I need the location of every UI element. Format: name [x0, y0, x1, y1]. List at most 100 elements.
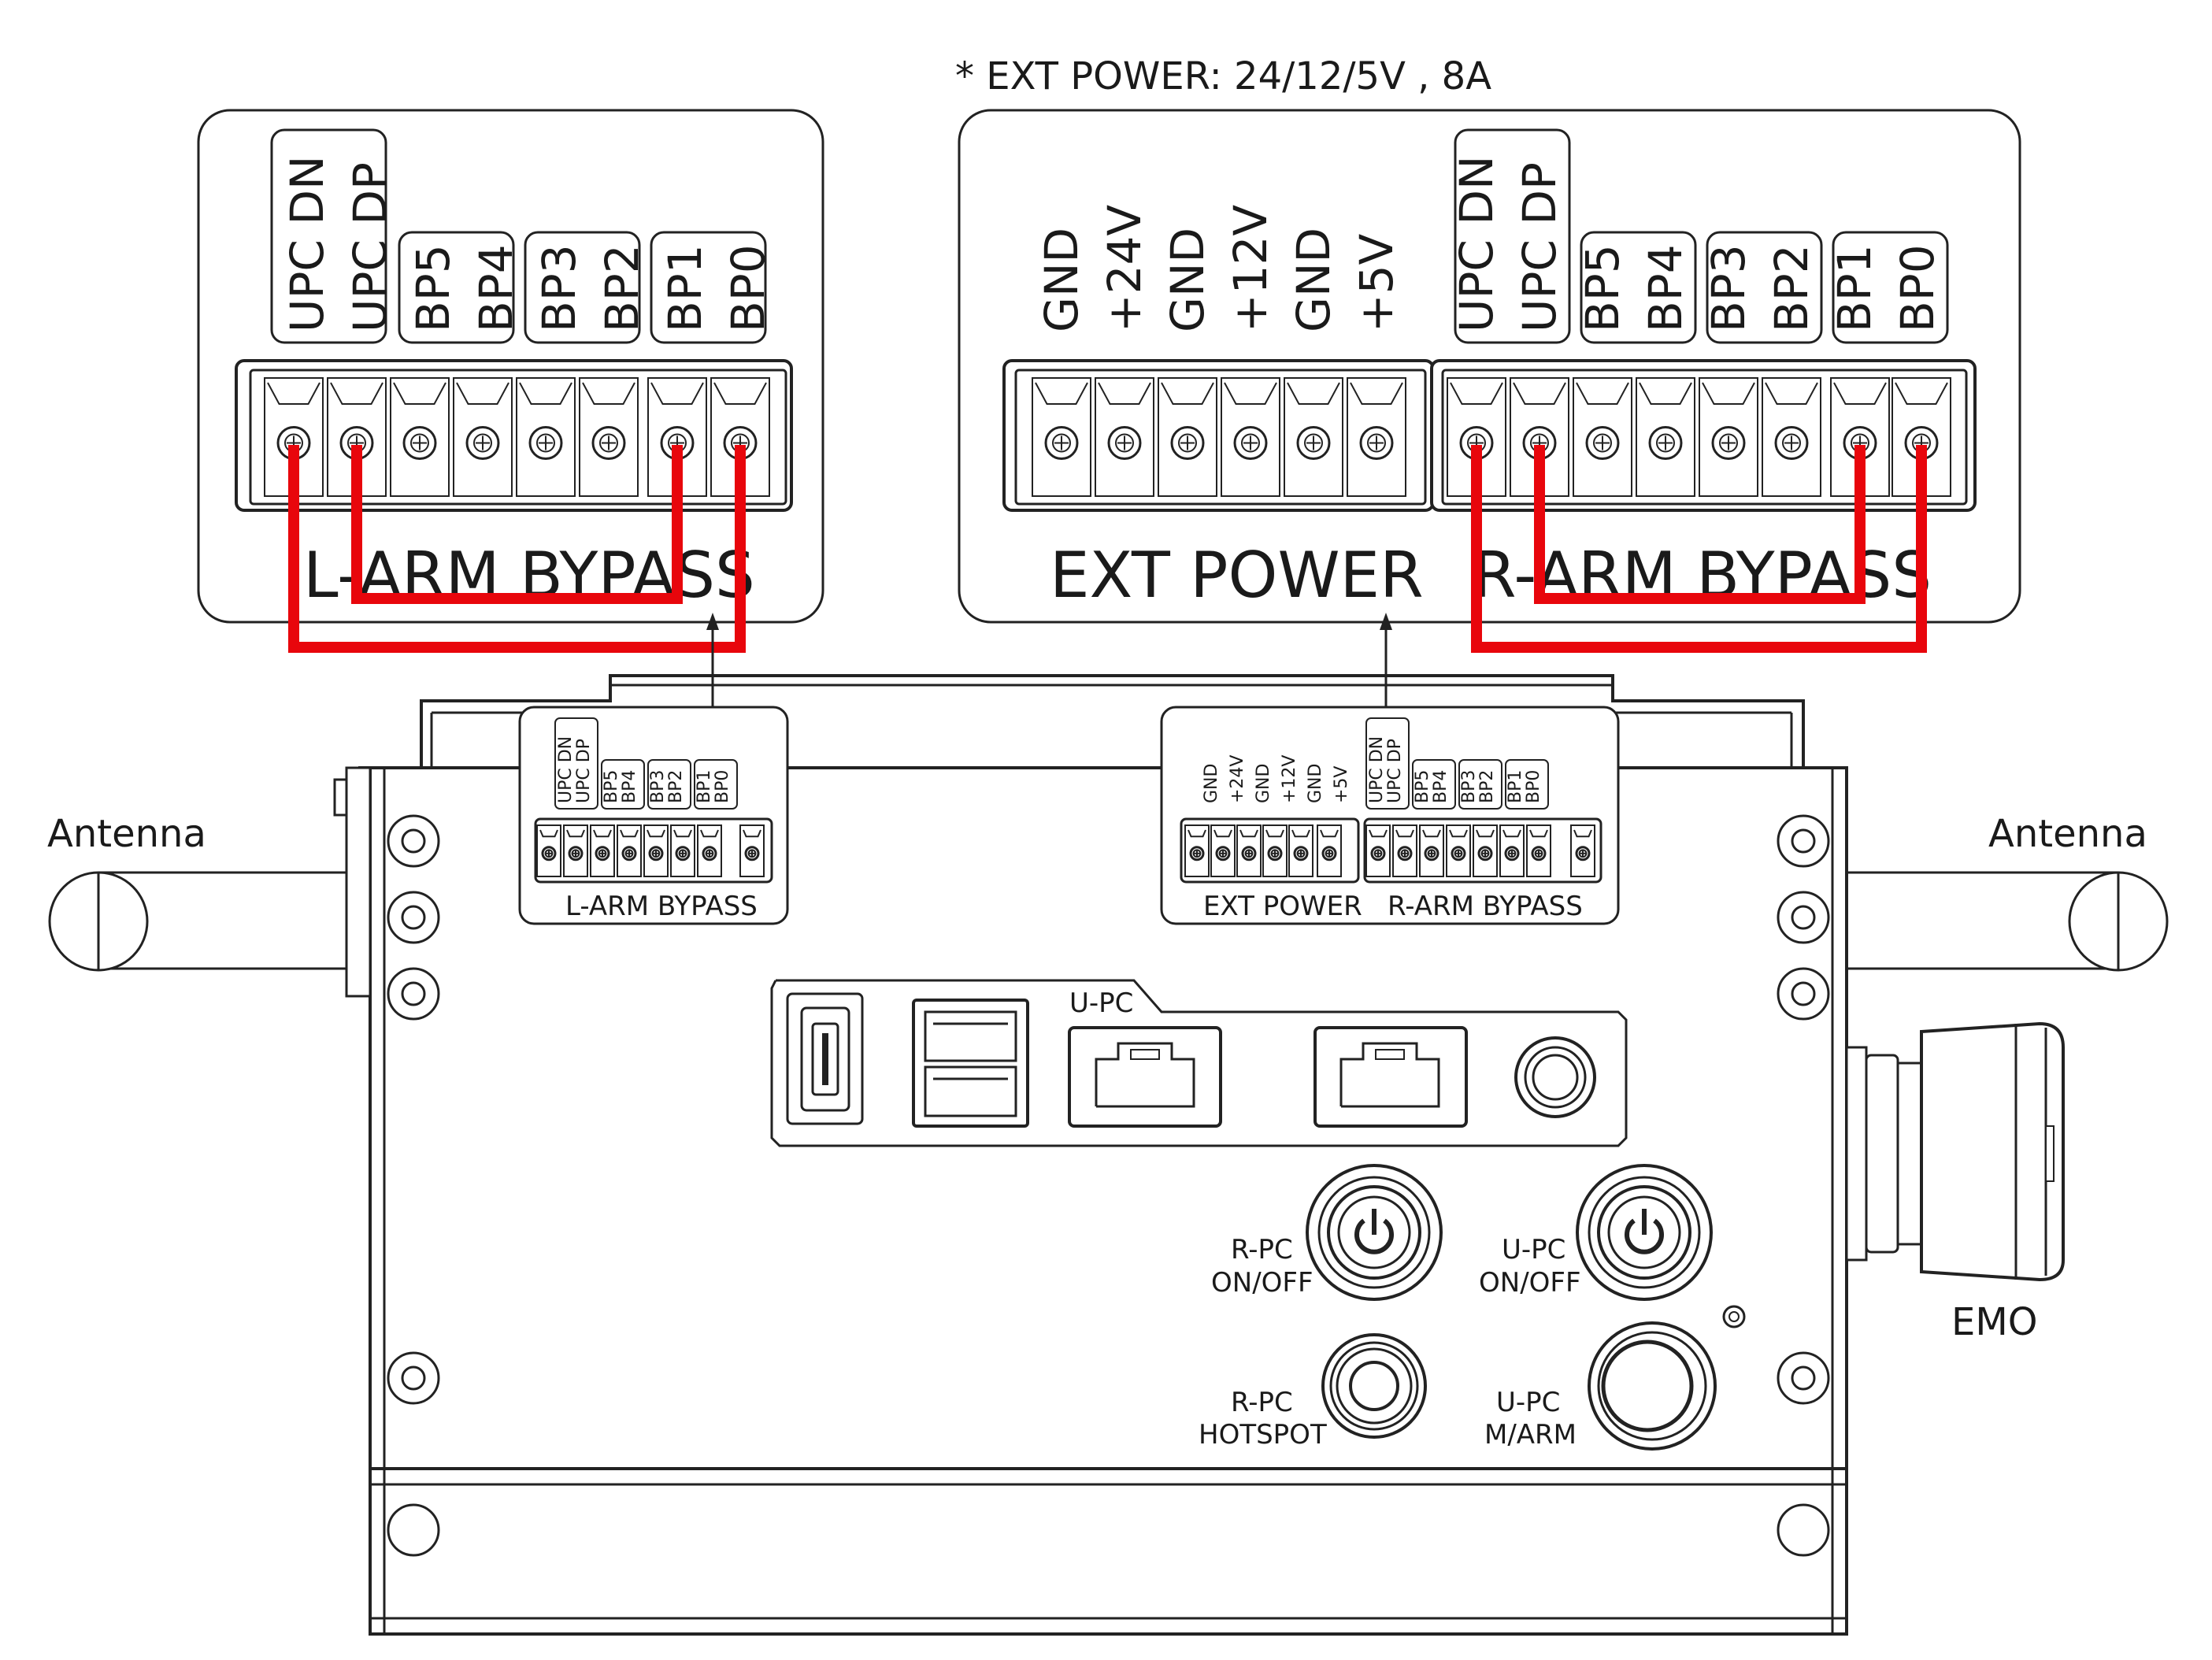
mini-power-terminal-3 — [1262, 824, 1288, 877]
mini-right-terminal-5 — [1499, 824, 1525, 877]
left-pin-label-7: BP0 — [721, 244, 775, 332]
mini-right-terminal-6 — [1526, 824, 1551, 877]
right-terminal-4 — [1699, 377, 1758, 497]
mini-right-pin-label-3: BP4 — [1431, 770, 1451, 803]
antenna-right-label: Antenna — [1988, 812, 2147, 856]
power-terminal-2 — [1158, 377, 1217, 497]
upc-power-label-1: U-PC — [1502, 1234, 1565, 1265]
antenna-left-label: Antenna — [47, 812, 206, 856]
mini-right-terminal-3 — [1446, 824, 1471, 877]
mini-power-terminal-5 — [1317, 824, 1342, 877]
left-wire-outer — [288, 445, 746, 653]
right-wire-outer — [1471, 445, 1927, 653]
left-pin-label-2: BP5 — [406, 244, 460, 332]
upc-power-button[interactable] — [1576, 1164, 1713, 1301]
antenna-left: Antenna — [47, 812, 346, 972]
mini-left-pin-label-6: BP1 — [695, 770, 714, 803]
power-terminal-3 — [1221, 377, 1280, 497]
left-terminal-4 — [516, 377, 576, 497]
mini-left-terminal-4 — [643, 824, 669, 877]
screw-4 — [387, 1503, 440, 1557]
io-port-panel: U-PC — [770, 979, 1628, 1147]
device-ext-power-label: EXT POWER — [1203, 891, 1362, 922]
left-pin-label-3: BP4 — [469, 244, 523, 332]
mini-left-pin-label-3: BP4 — [620, 770, 639, 803]
screw-3 — [387, 1351, 440, 1405]
right-pin-label-1: UPC DP — [1513, 162, 1566, 332]
power-pin-label-1: +24V — [1098, 205, 1151, 332]
left-pin-label-4: BP3 — [532, 244, 586, 332]
mini-left-pin-label-1: UPC DP — [574, 739, 594, 803]
mini-power-pin-label-0: GND — [1202, 764, 1221, 803]
mini-right-terminal-7 — [1570, 824, 1595, 877]
coax-connector-icon[interactable] — [1514, 1036, 1596, 1118]
right-terminal-2 — [1573, 377, 1632, 497]
emo-label: EMO — [1951, 1300, 2038, 1344]
ext-power-label: EXT POWER — [1050, 539, 1424, 612]
mini-left-terminal-7 — [739, 824, 765, 877]
rpc-hotspot-button[interactable] — [1321, 1333, 1427, 1439]
power-pin-label-5: +5V — [1350, 234, 1403, 332]
right-pin-label-0: UPC DN — [1450, 156, 1503, 332]
screw-9 — [1777, 1503, 1830, 1557]
mini-left-terminal-6 — [697, 824, 722, 877]
right-pin-label-3: BP4 — [1639, 244, 1692, 332]
screw-2 — [387, 967, 440, 1021]
mini-left-terminal-2 — [590, 824, 615, 877]
left-wire-inner — [351, 445, 683, 604]
indicator-led — [1722, 1305, 1746, 1328]
screw-8 — [1777, 1351, 1830, 1405]
power-pin-label-2: GND — [1161, 228, 1214, 332]
rpc-hotspot-label-1: R-PC — [1231, 1387, 1293, 1418]
screw-7 — [1777, 967, 1830, 1021]
upc-marm-label-1: U-PC — [1496, 1387, 1560, 1418]
mini-left-pin-label-4: BP3 — [648, 770, 668, 803]
rpc-hotspot-label-2: HOTSPOT — [1199, 1419, 1327, 1451]
mini-right-terminal-2 — [1419, 824, 1444, 877]
power-terminal-4 — [1284, 377, 1343, 497]
mini-power-pin-label-2: GND — [1254, 764, 1273, 803]
upc-marm-button[interactable] — [1588, 1321, 1717, 1451]
power-icon — [1625, 1209, 1664, 1254]
mini-right-pin-label-1: UPC DP — [1385, 739, 1405, 803]
mini-left-terminal-0 — [536, 824, 561, 877]
right-wire-inner — [1534, 445, 1866, 604]
antenna-icon — [48, 871, 346, 972]
screw-6 — [1777, 891, 1830, 944]
rpc-power-button[interactable] — [1306, 1164, 1443, 1301]
mini-right-pin-label-6: BP1 — [1506, 770, 1525, 803]
antenna-right: Antenna — [1847, 812, 2169, 972]
left-pin-label-6: BP1 — [658, 244, 712, 332]
right-pin-label-4: BP3 — [1702, 244, 1755, 332]
emergency-stop-icon[interactable] — [1845, 1021, 2065, 1282]
mini-left-terminal-5 — [670, 824, 695, 877]
mini-right-terminal-4 — [1473, 824, 1498, 877]
power-pin-label-4: GND — [1287, 228, 1340, 332]
right-pin-label-7: BP0 — [1891, 244, 1944, 332]
usb-port-icon[interactable] — [912, 999, 1029, 1128]
left-pin-label-0: UPC DN — [280, 156, 334, 332]
ext-power-terminal-block — [1032, 377, 1406, 497]
ext-power-note: * EXT POWER: 24/12/5V , 8A — [955, 54, 1491, 98]
mini-left-terminal-1 — [563, 824, 588, 877]
ethernet-port-icon[interactable] — [1068, 1026, 1222, 1128]
left-terminal-block — [264, 377, 770, 497]
ethernet-port-icon[interactable] — [1313, 1026, 1468, 1128]
mini-right-pin-label-2: BP5 — [1413, 770, 1432, 803]
screw-1 — [387, 891, 440, 944]
mini-left-pin-label-2: BP5 — [602, 770, 621, 803]
hdmi-port-icon[interactable] — [786, 992, 864, 1125]
mini-right-pin-label-4: BP3 — [1459, 770, 1479, 803]
right-pin-label-6: BP1 — [1828, 244, 1881, 332]
device-left-bypass-label: L-ARM BYPASS — [565, 891, 758, 922]
left-terminal-2 — [390, 377, 450, 497]
power-terminal-0 — [1032, 377, 1091, 497]
left-pin-label-1: UPC DP — [343, 162, 397, 332]
mini-right-pin-label-5: BP2 — [1477, 770, 1497, 803]
right-terminal-3 — [1636, 377, 1695, 497]
right-pin-label-5: BP2 — [1765, 244, 1818, 332]
mini-left-terminal-3 — [617, 824, 642, 877]
power-icon — [1354, 1209, 1394, 1254]
